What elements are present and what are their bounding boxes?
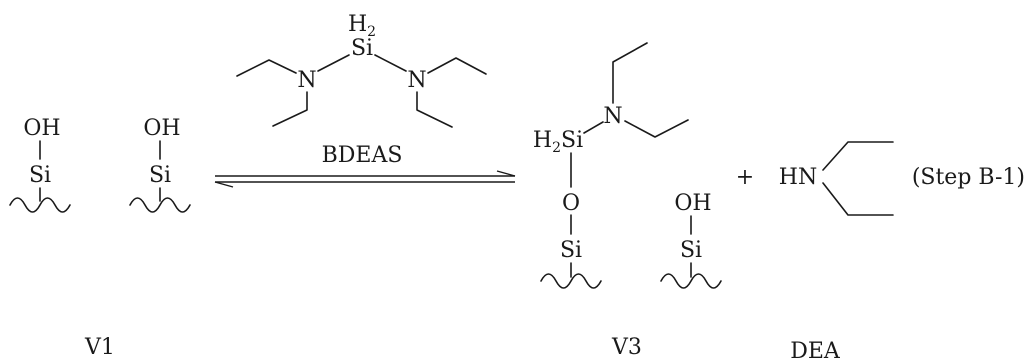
v3-ethyl-lower: [624, 119, 689, 138]
v1-oh-1-label: OH: [23, 116, 60, 141]
bdeas-left-ethyl-lower: [272, 91, 308, 127]
v1-structure: OH Si OH Si: [9, 116, 191, 213]
dea-ethyl-lower: [822, 182, 894, 216]
bdeas-structure: H2 Si N N: [236, 12, 487, 128]
v1-surface-wave-1: [9, 197, 71, 213]
dea-ethyl-upper: [822, 141, 894, 171]
bdeas-n-si-bond-left: [317, 54, 350, 72]
v3-surface-wave-1: [540, 273, 602, 289]
bdeas-n-left-label: N: [297, 68, 316, 93]
v3-si-1-label: Si: [560, 238, 582, 263]
reverse-arrow-head: [214, 181, 234, 188]
bdeas-n-right-label: N: [407, 68, 426, 93]
v3-oh-label: OH: [674, 191, 711, 216]
v3-structure: H2Si N O Si OH Si: [533, 42, 722, 289]
bdeas-si-h-label: H2: [348, 12, 376, 40]
v1-si-1-label: Si: [29, 163, 51, 188]
v3-si-n-bond: [583, 121, 604, 134]
v1-si-2-label: Si: [149, 163, 171, 188]
v3-h2si-label: H2Si: [533, 128, 583, 156]
v3-ethyl-upper: [612, 42, 648, 104]
dea-structure: HN: [779, 141, 894, 216]
v3-surface-wave-2: [660, 273, 722, 289]
v3-o-label: O: [562, 191, 580, 216]
bdeas-right-ethyl-upper: [427, 57, 487, 75]
bdeas-right-ethyl-lower: [416, 91, 453, 128]
dea-hn-label: HN: [779, 165, 817, 190]
caption-v1: V1: [84, 335, 115, 360]
v3-n-label: N: [603, 104, 622, 129]
bdeas-si-n-bond-right: [374, 54, 407, 72]
caption-v3: V3: [611, 335, 642, 360]
forward-arrow-head: [496, 170, 516, 177]
reagent-name-label: BDEAS: [322, 143, 403, 168]
caption-dea: DEA: [790, 339, 841, 363]
v3-si-2-label: Si: [680, 238, 702, 263]
v1-surface-wave-2: [129, 197, 191, 213]
v1-oh-2-label: OH: [143, 116, 180, 141]
bdeas-left-ethyl-upper: [236, 59, 297, 77]
step-label: (Step B-1): [912, 165, 1025, 190]
plus-sign: +: [736, 165, 754, 190]
equilibrium-arrow: BDEAS: [214, 143, 516, 188]
bdeas-si-label: Si: [351, 36, 373, 61]
